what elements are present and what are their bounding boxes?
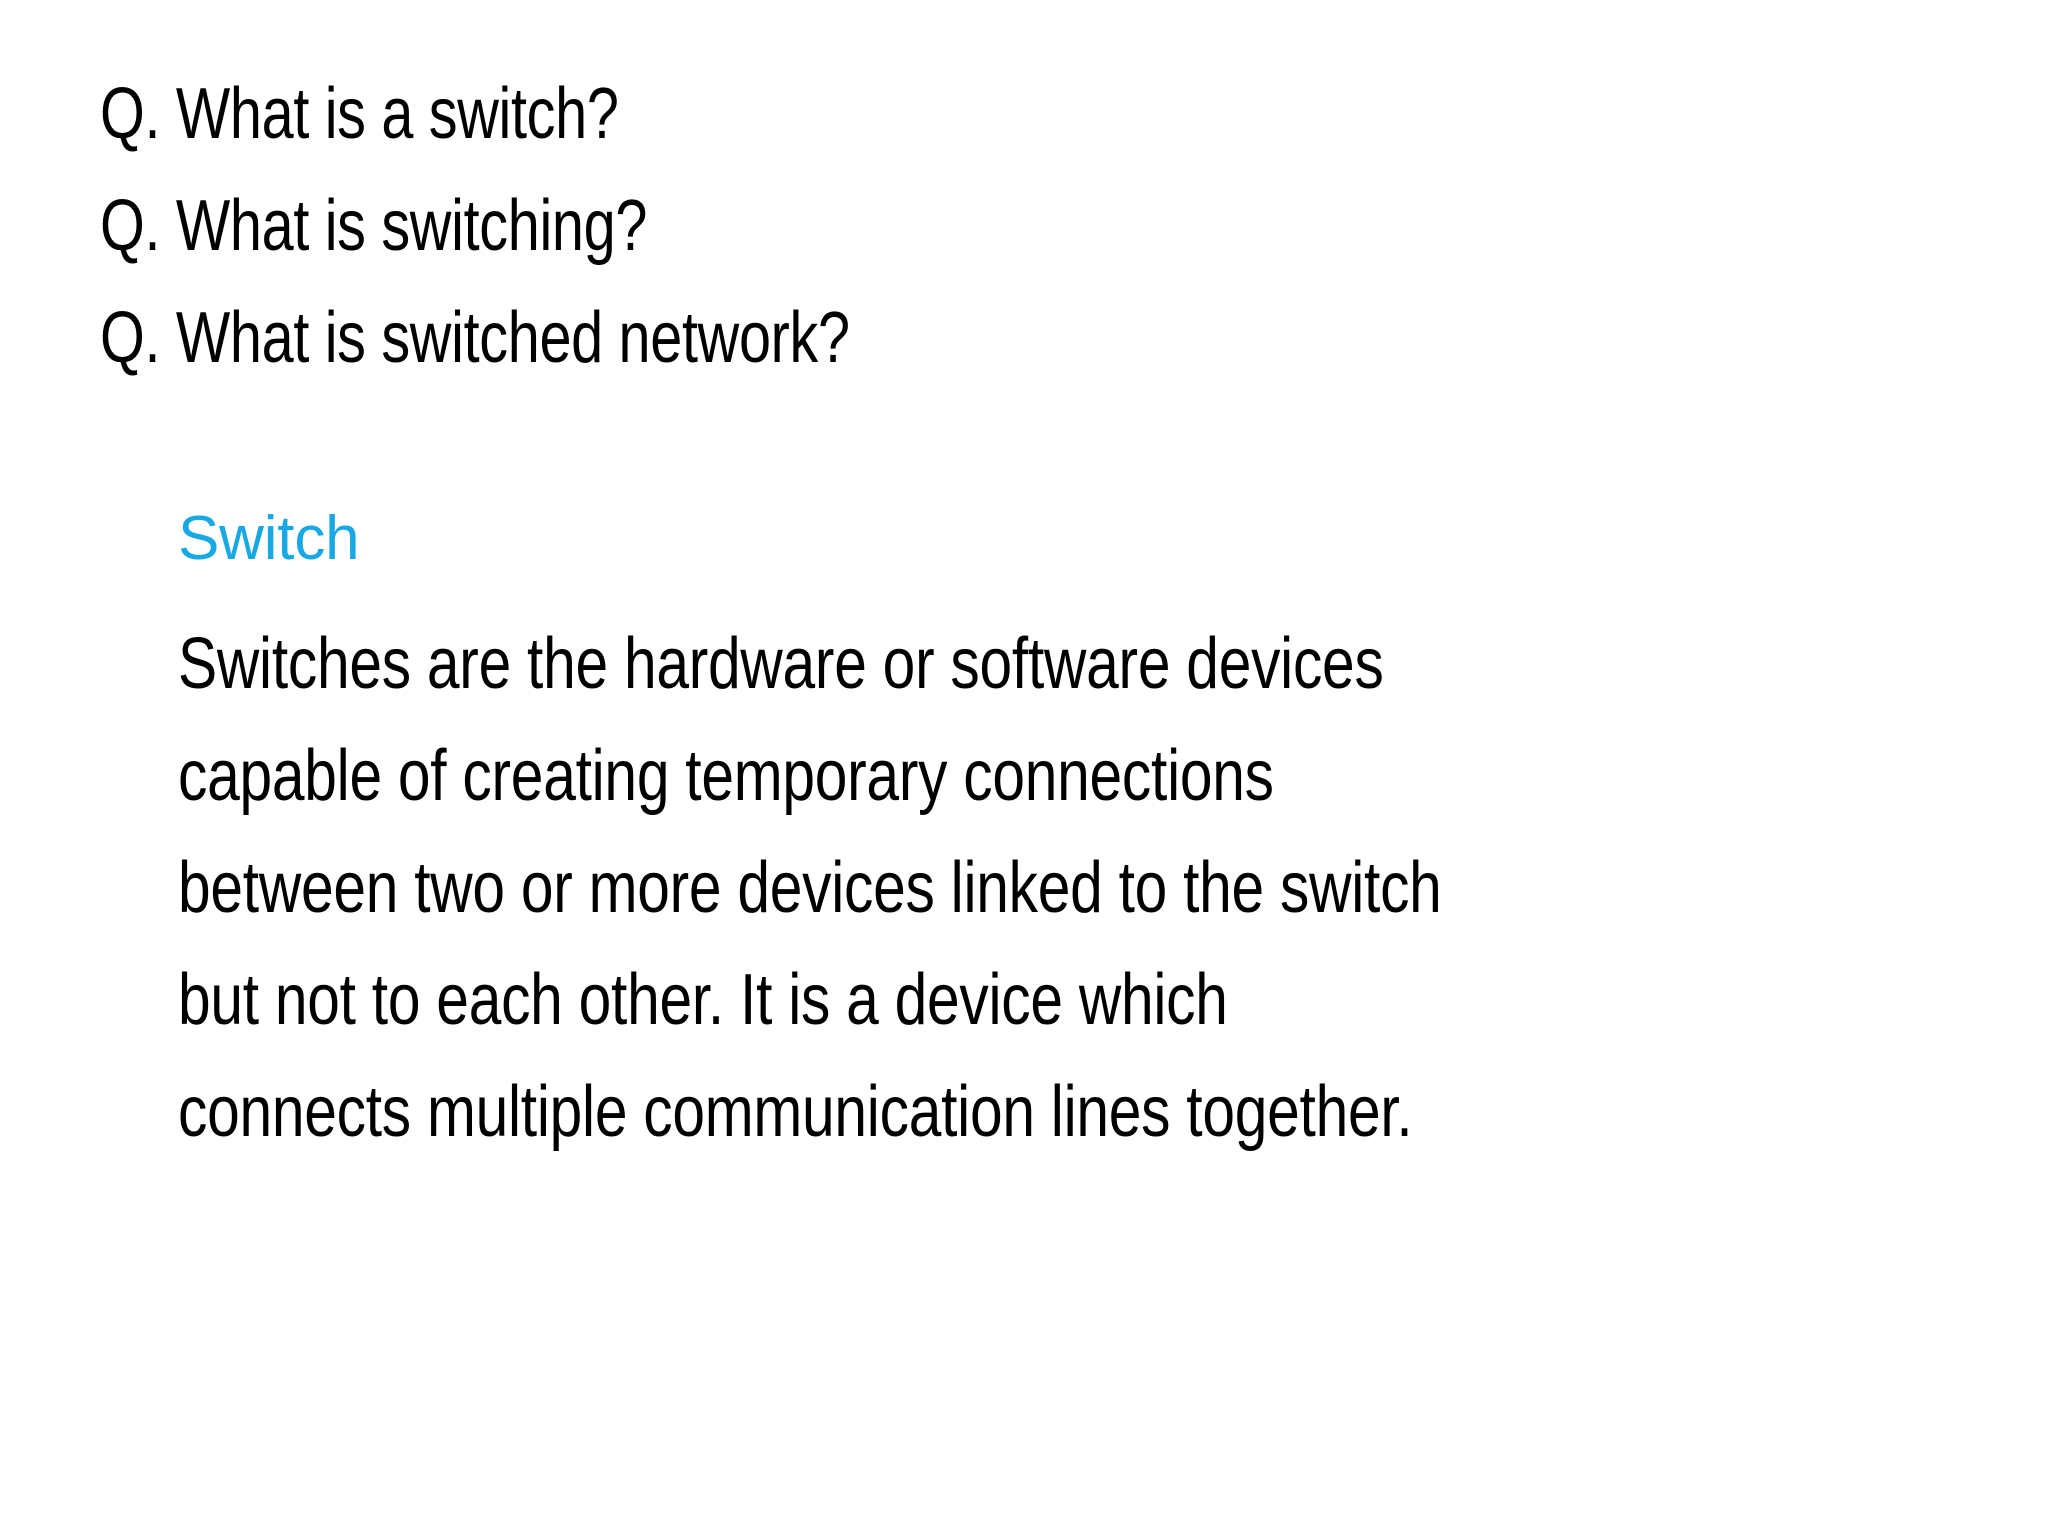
definition-text-box: Switch Switches are the hardware or soft… xyxy=(178,492,1738,1168)
definition-heading: Switch xyxy=(178,504,360,573)
question-line-2: Q. What is switching? xyxy=(100,186,648,266)
question-line-3: Q. What is switched network? xyxy=(100,298,850,378)
question-list: Q. What is a switch? Q. What is switchin… xyxy=(100,58,1900,394)
question-line-1: Q. What is a switch? xyxy=(100,74,619,154)
definition-paragraph: Switches are the hardware or software de… xyxy=(178,624,1442,1152)
